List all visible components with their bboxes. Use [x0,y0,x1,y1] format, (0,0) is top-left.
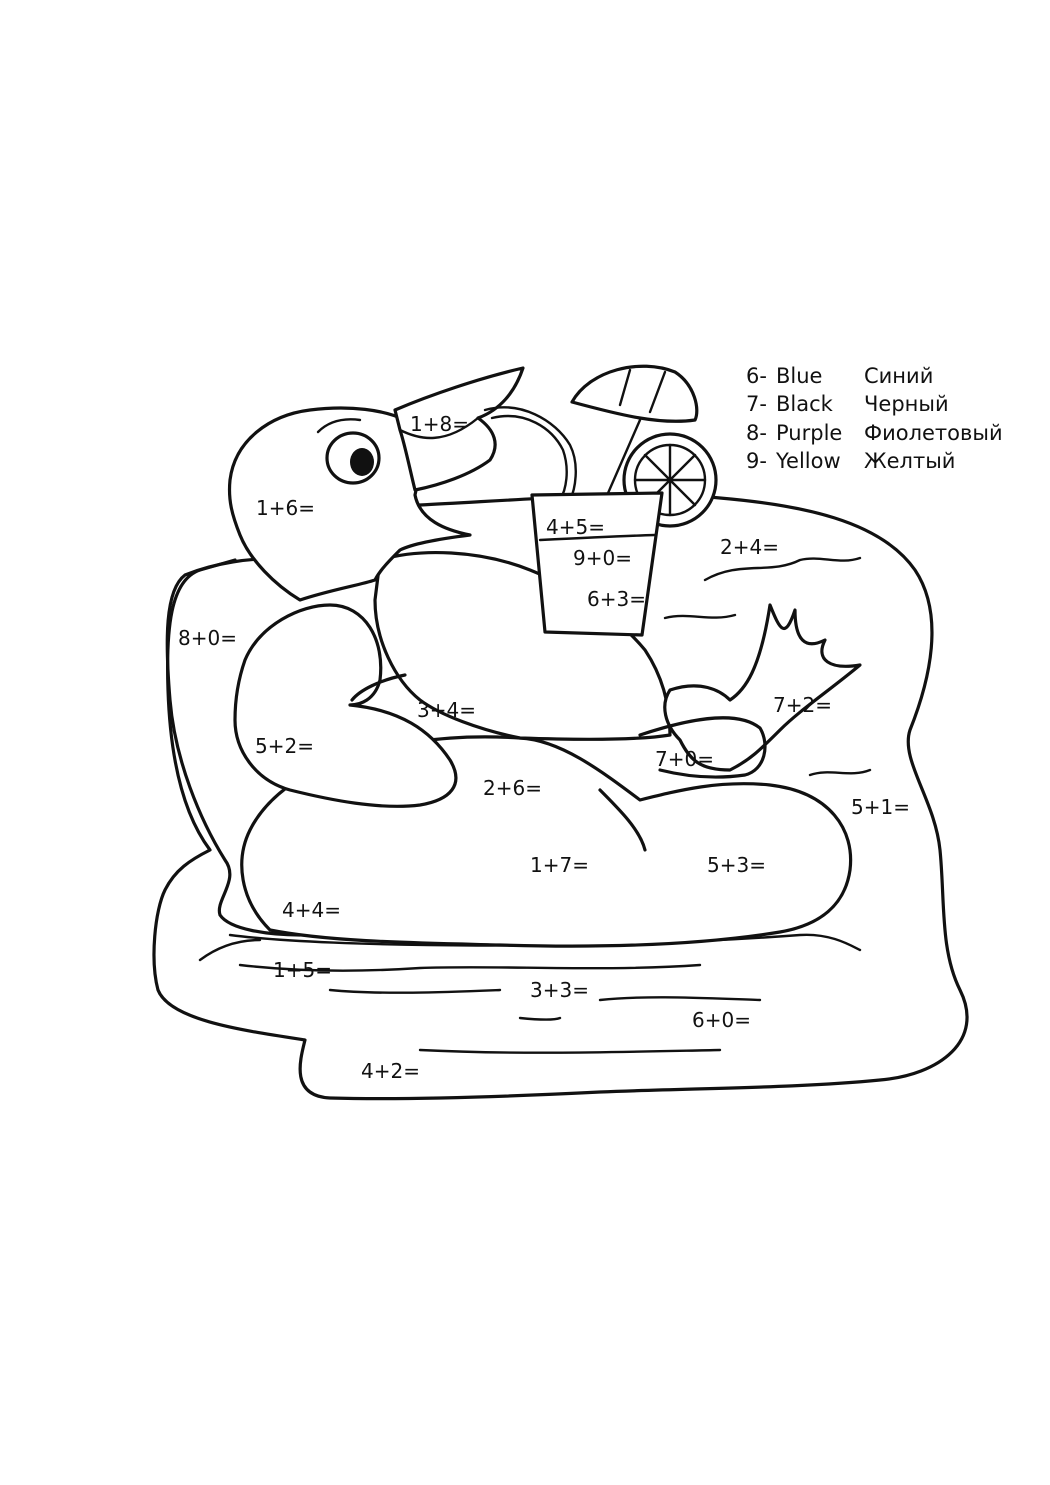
umbrella-rib [618,368,632,407]
duck-wing [233,603,458,808]
equation-belly: 7+0= [655,747,714,771]
straw [490,414,568,502]
equation-wing: 5+2= [255,734,314,758]
equation-bg-right-top: 2+4= [720,535,779,559]
beak-line [398,416,480,440]
legend-russian-7: Черный [864,392,949,416]
duck-body [373,550,672,741]
ring-inner-curve [598,788,647,852]
equation-ring-left: 4+4= [282,898,341,922]
ripple [663,613,737,620]
duck-foot [663,603,862,772]
ripple [238,963,702,972]
equation-head: 1+6= [256,496,315,520]
equation-ring-right: 5+3= [707,853,766,877]
belly [638,716,767,779]
equation-ring-mid: 1+7= [530,853,589,877]
equation-chest: 3+4= [417,698,476,722]
duck-pupil [350,448,374,476]
straw [483,406,577,502]
cocktail-umbrella [570,364,699,423]
glass-line [538,533,657,542]
water-outline [152,493,969,1101]
legend-number-7: 7- [746,392,767,416]
cocktail-glass [530,491,664,637]
ripple [418,1048,722,1054]
legend-english-9: Yellow [776,449,841,473]
equation-armchair-left: 8+0= [178,626,237,650]
equation-glass-bottom: 6+3= [587,587,646,611]
equation-foot: 7+2= [773,693,832,717]
ripple [198,938,262,962]
legend-number-9: 9- [746,449,767,473]
legend-english-6: Blue [776,364,823,388]
equation-water-bottom: 4+2= [361,1059,420,1083]
legend-number-8: 8- [746,421,767,445]
legend-english-7: Black [776,392,833,416]
ripple [328,988,502,994]
equation-water-right: 6+0= [692,1008,751,1032]
legend-russian-8: Фиолетовый [864,421,1003,445]
equation-ring-top: 2+6= [483,776,542,800]
chest-fold [350,673,407,702]
ripple [703,556,862,582]
lemon-segments [633,443,707,517]
ripple [808,768,872,777]
eyebrow [316,418,362,434]
legend-number-6: 6- [746,364,767,388]
armchair-outline [165,557,302,937]
umbrella-stick [603,418,642,502]
legend-russian-9: Желтый [864,449,956,473]
equation-glass-top: 4+5= [546,515,605,539]
legend-english-8: Purple [776,421,843,445]
ripple [598,996,762,1002]
ripple [518,1016,562,1021]
duck-beak [393,366,525,492]
equation-bg-right: 5+1= [851,795,910,819]
equation-water-mid: 3+3= [530,978,589,1002]
equation-water-left: 1+5= [273,958,332,982]
equation-glass-mid: 9+0= [573,546,632,570]
equation-beak: 1+8= [410,412,469,436]
legend-russian-6: Синий [864,364,934,388]
umbrella-rib [648,370,667,414]
